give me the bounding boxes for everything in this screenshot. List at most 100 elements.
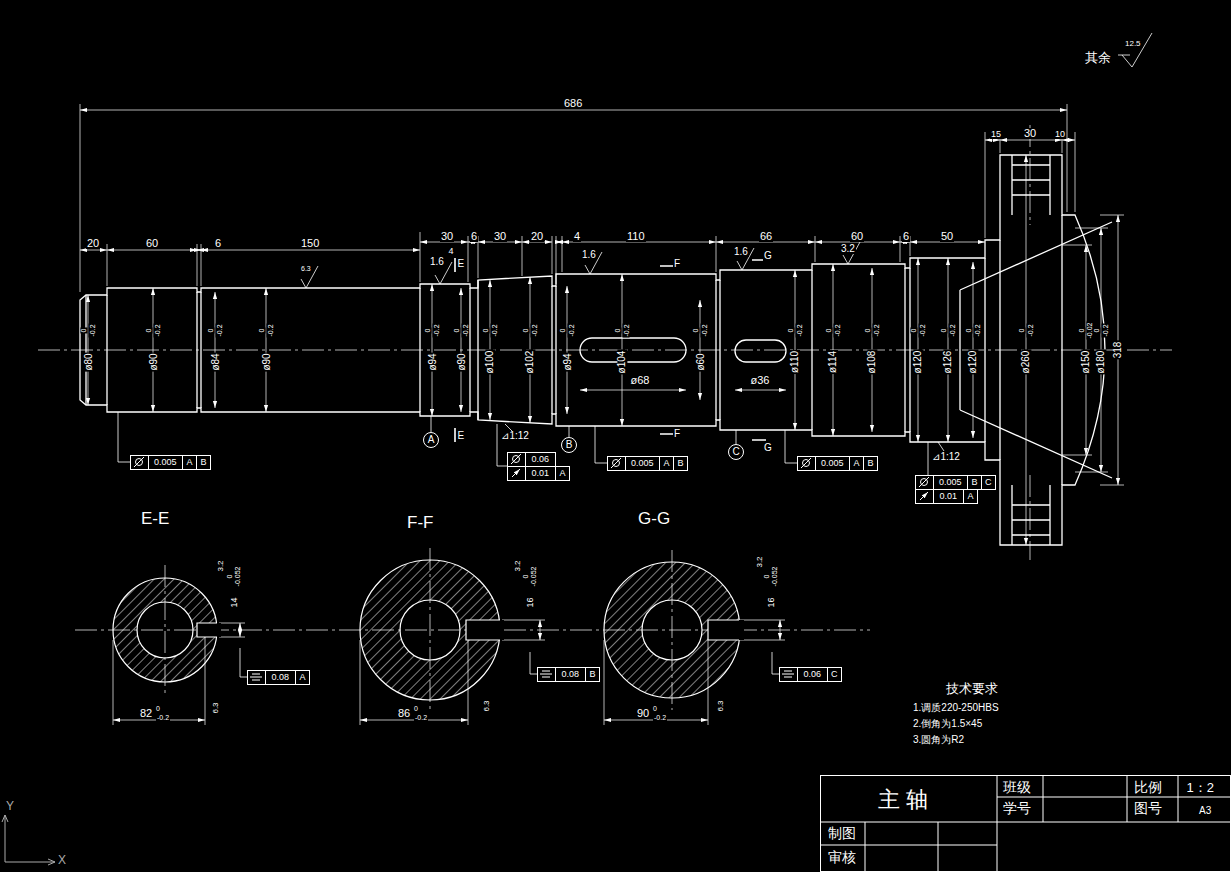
tolerance-frame <box>784 677 792 678</box>
diameter-text: ø90 <box>261 352 271 371</box>
section-dimension: 6.3 <box>211 701 219 714</box>
dimension-text: 686 <box>563 98 583 109</box>
diameter-text: ø102 <box>525 350 535 375</box>
tolerance-frame <box>252 674 260 675</box>
section-view <box>197 623 221 637</box>
tolerance-frame <box>919 477 929 487</box>
surface-note: 6.3 <box>300 265 312 272</box>
dimension-line <box>780 620 781 640</box>
shaft-outline <box>80 155 1112 545</box>
tolerance-frame <box>250 677 262 678</box>
tolerance-text: 0 <box>787 327 794 333</box>
center-line <box>1030 475 1031 560</box>
tolerance-text: 0 <box>910 327 917 333</box>
tolerance-frame <box>511 454 521 464</box>
table-cell: 比例 <box>1133 780 1163 794</box>
tolerance-value: A <box>559 469 567 478</box>
section-dimension: 90 <box>636 708 650 719</box>
tolerance-text: -0.2 <box>1102 323 1109 337</box>
tolerance-frame <box>131 453 996 685</box>
section-dimension: -0.052 <box>234 565 241 587</box>
tolerance-text: 0 <box>482 327 489 333</box>
taper-note: ⊿1:12 <box>931 452 961 462</box>
diameter-text: 318 <box>1113 341 1123 360</box>
tolerance-frame <box>149 456 183 470</box>
dimension-line <box>556 242 562 243</box>
dimension-text: 6 <box>470 231 478 242</box>
diameter-text: ø94 <box>427 352 437 371</box>
section-dimension: -0.2 <box>156 714 170 721</box>
section-dimension: 0 <box>413 705 419 712</box>
diameter-text: ø90 <box>148 352 158 371</box>
dimension-line <box>700 300 701 400</box>
tolerance-value: B <box>677 459 685 468</box>
table-cell: 1：2 <box>1186 781 1215 794</box>
tolerance-frame <box>542 671 550 672</box>
tolerance-text: -0.2 <box>568 323 575 337</box>
title-block <box>820 775 1231 872</box>
note-text: 1.调质220-250HBS <box>912 703 1000 713</box>
tolerance-frame <box>296 671 310 685</box>
section-dimension: -0.052 <box>530 565 537 587</box>
datum-circle: A <box>423 432 439 448</box>
tolerance-frame <box>798 457 816 471</box>
diameter-text: ø180 <box>1096 350 1106 375</box>
section-view <box>708 620 739 640</box>
section-dimension: -0.2 <box>414 714 428 721</box>
tolerance-frame <box>934 490 964 504</box>
dimension-text: 30 <box>1023 128 1037 139</box>
tolerance-value: A <box>663 459 671 468</box>
roughness-note: 12.5 <box>1124 40 1142 48</box>
extension-line <box>1062 215 1124 485</box>
tolerance-frame <box>131 456 149 470</box>
section-dimension: 6.3 <box>716 699 724 712</box>
tolerance-text: -0.2 <box>491 323 498 337</box>
datum-circle: C <box>728 444 744 460</box>
view-label: E-E <box>140 510 170 527</box>
tolerance-frame <box>968 476 982 490</box>
tolerance-value: 0.005 <box>153 458 178 467</box>
surface-note: 3.2 <box>840 244 856 254</box>
tolerance-value: C <box>984 478 993 487</box>
tolerance-frame <box>982 476 996 490</box>
view-label: G-G <box>637 510 671 527</box>
tolerance-frame <box>540 674 552 675</box>
tolerance-frame <box>864 457 878 471</box>
dimension-text: 30 <box>493 231 507 242</box>
tolerance-text: -0.2 <box>89 323 96 337</box>
tolerance-frame <box>920 492 928 500</box>
tolerance-frame <box>934 476 968 490</box>
tolerance-text: -0.2 <box>919 323 926 337</box>
dimension-line <box>540 620 541 640</box>
tolerance-text: 0 <box>80 327 87 333</box>
tolerance-text: 0 <box>825 327 832 333</box>
diameter-text: ø108 <box>867 350 877 375</box>
datum-letter: C <box>732 447 739 457</box>
tolerance-text: -0.2 <box>701 323 708 337</box>
section-dimension: 86 <box>397 708 411 719</box>
tolerance-text: -0.2 <box>462 323 469 337</box>
table-cell: 图号 <box>1133 801 1163 815</box>
dimension-text: 30 <box>440 231 454 242</box>
diameter-text: ø94 <box>562 352 572 371</box>
diameter-text: ø68 <box>630 375 651 386</box>
dimension-text: 150 <box>300 238 320 249</box>
dimension-text: 6 <box>214 238 222 249</box>
roughness-symbol <box>301 242 860 288</box>
shaft-outline <box>80 155 1105 545</box>
tolerance-frame <box>782 674 794 675</box>
tolerance-value: C <box>830 670 839 679</box>
tolerance-text: -0.2 <box>154 323 161 337</box>
tolerance-text: -0.2 <box>433 323 440 337</box>
tolerance-frame <box>508 453 526 467</box>
diameter-text: ø260 <box>1021 350 1031 375</box>
tolerance-frame <box>248 671 266 685</box>
section-dimension: 14 <box>230 596 239 608</box>
dimension-line <box>240 623 241 637</box>
title-block <box>820 775 1231 872</box>
note-text: 3.圆角为R2 <box>912 735 965 745</box>
dimension-text: 20 <box>530 231 544 242</box>
datum-letter: A <box>428 435 435 445</box>
dimension-line <box>107 250 197 251</box>
tolerance-text: 0 <box>1018 327 1025 333</box>
